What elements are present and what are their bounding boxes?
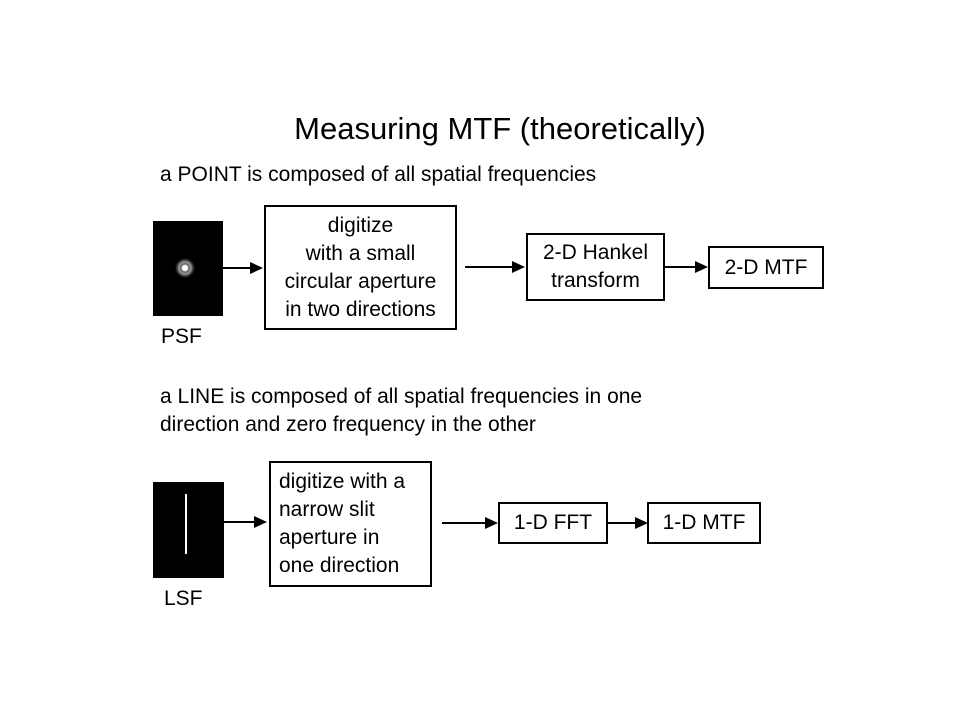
line-source-icon bbox=[153, 482, 224, 578]
psf-label: PSF bbox=[161, 325, 202, 349]
arrow-hankel-to-mtf bbox=[665, 259, 710, 275]
arrow-psf-to-digitize bbox=[223, 260, 265, 276]
1d-fft-box: 1-D FFT bbox=[498, 502, 608, 544]
lsf-image bbox=[153, 482, 224, 578]
2d-mtf-box: 2-D MTF bbox=[708, 246, 824, 289]
point-heading: a POINT is composed of all spatial frequ… bbox=[160, 161, 596, 189]
arrow-digitize-to-fft bbox=[442, 515, 500, 531]
line-heading-2: direction and zero frequency in the othe… bbox=[160, 411, 536, 439]
arrow-digitize-to-hankel bbox=[465, 259, 527, 275]
point-source-icon bbox=[153, 221, 223, 316]
hankel-transform-box: 2-D Hankel transform bbox=[526, 233, 665, 301]
line-heading-1: a LINE is composed of all spatial freque… bbox=[160, 383, 642, 411]
arrow-fft-to-mtf bbox=[608, 515, 650, 531]
diagram-title: Measuring MTF (theoretically) bbox=[0, 111, 960, 147]
psf-image bbox=[153, 221, 223, 316]
digitize-circular-box: digitize with a small circular aperture … bbox=[264, 205, 457, 330]
digitize-slit-box: digitize with a narrow slit aperture in … bbox=[269, 461, 432, 587]
arrow-lsf-to-digitize bbox=[224, 514, 269, 530]
lsf-label: LSF bbox=[164, 587, 203, 611]
1d-mtf-box: 1-D MTF bbox=[647, 502, 761, 544]
